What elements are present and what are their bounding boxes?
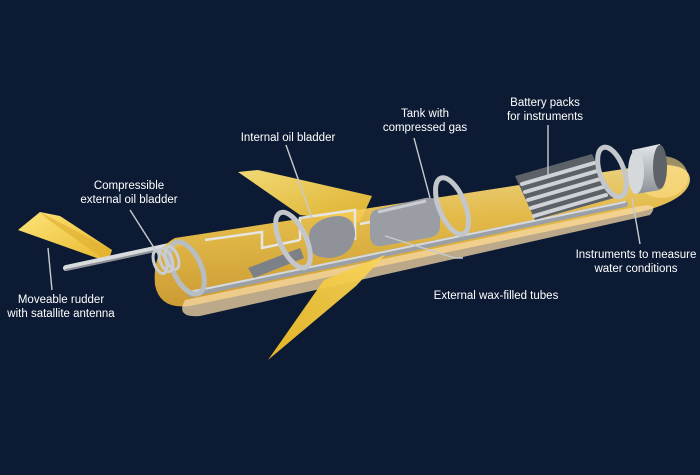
label-external-oil-bladder: Compressible external oil bladder: [80, 180, 178, 206]
label-rudder: Moveable rudder with satallite antenna: [7, 294, 115, 320]
instruments-cylinder: [628, 144, 667, 194]
upper-wing: [238, 170, 372, 222]
antenna-rod: [63, 241, 181, 271]
label-battery-packs: Battery packs for instruments: [506, 97, 584, 123]
leader-lines: [47, 125, 641, 291]
gas-tank: [370, 197, 440, 247]
label-internal-oil-bladder: Internal oil bladder: [240, 132, 336, 144]
label-instruments: Instruments to measure water conditions: [575, 249, 697, 275]
battery-packs: [515, 154, 614, 220]
rudder: [18, 212, 112, 262]
ring-frames: [167, 144, 629, 297]
label-gas-tank: Tank with compressed gas: [382, 108, 468, 134]
wax-tube: [187, 201, 628, 297]
lower-wing: [268, 255, 385, 360]
label-wax-tubes: External wax-filled tubes: [433, 290, 559, 302]
